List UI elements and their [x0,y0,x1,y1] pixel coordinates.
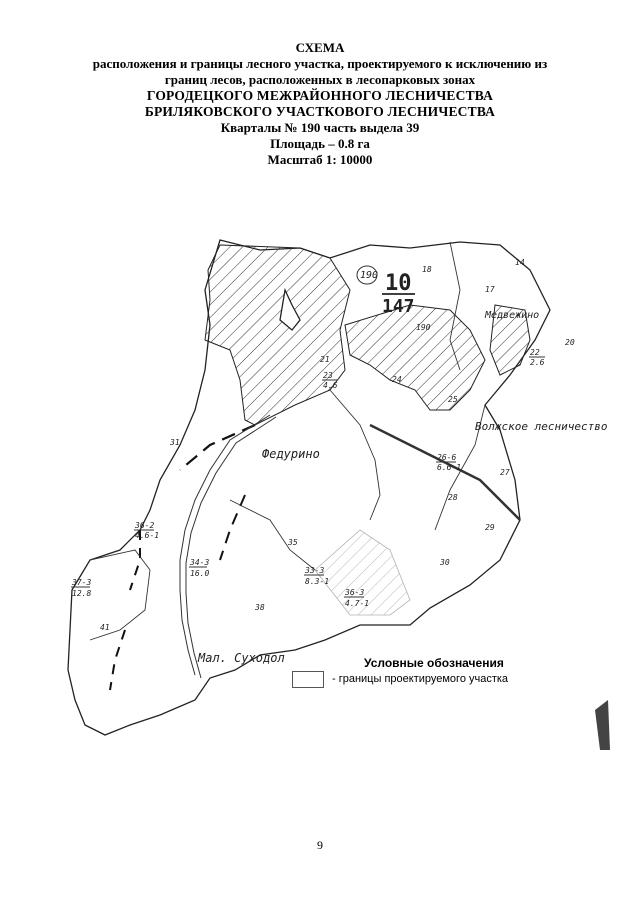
fraction-top: 34-3 [189,558,209,567]
plot-label: 27 [500,468,510,477]
road [179,414,271,676]
legend-swatch [292,671,324,688]
plot-label: 35 [287,538,298,547]
document-header: СХЕМА расположения и границы лесного уча… [0,40,640,168]
forest-scheme-map: 10 147 190 Федурино Медвежино Волжское л… [67,239,610,750]
legend-title: Условные обозначения [364,656,504,670]
doc-scale: Масштаб 1: 10000 [267,152,373,167]
fraction-top: 37-3 [71,578,91,587]
legend-item-text: - границы проектируемого участка [332,673,509,685]
doc-title: СХЕМА [295,40,345,55]
plot-label: 21 [320,355,330,364]
plot-label: 41 [100,623,110,632]
forest-boundary [67,239,551,736]
fraction-top: 36-2 [134,521,154,530]
plot-label: 24 [392,375,402,384]
plot-label: 14 [515,258,525,267]
fraction-bottom: 4.7-1 [345,599,369,608]
plot-label: 190 [416,323,431,332]
fraction-top: 36-3 [344,588,364,597]
quarter-area-label: 147 [382,296,415,317]
doc-line4: БРИЛЯКОВСКОГО УЧАСТКОВОГО ЛЕСНИЧЕСТВА [144,104,496,119]
hatched-area-south [314,529,411,616]
railway [369,423,521,521]
fraction-top: 33-3 [304,566,324,575]
fraction-bottom: 12.8 [72,589,91,598]
plot-label: 38 [254,603,265,612]
doc-area: Площадь – 0.8 га [270,136,370,151]
label-mal-sukhodol: Мал. Суходол [197,651,285,665]
plot-label: 31 [169,438,180,447]
doc-line3: ГОРОДЕЦКОГО МЕЖРАЙОННОГО ЛЕСНИЧЕСТВА [146,88,494,103]
label-volzhskoe: Волжское лесничество [475,420,607,433]
fraction-bottom: 16.0 [190,569,209,578]
doc-line2: границ лесов, расположенных в лесопарков… [164,72,476,87]
label-fedurino: Федурино [262,447,320,461]
hatched-area-east [489,304,531,376]
fraction-bottom: 8.3-1 [305,577,329,586]
doc-quarter: Кварталы № 190 часть выдела 39 [220,120,420,135]
plot-label: 28 [448,493,458,502]
plot-label: 18 [422,265,432,274]
quarter-number-label: 10 [385,271,412,296]
fraction-top: 26-6 [437,453,456,462]
quarter-190-label: 190 [360,270,378,281]
page-number: 9 [317,838,323,852]
fraction-top: 23 [323,371,333,380]
fraction-bottom: 6.6-1 [437,463,461,472]
hatched-area-north [204,244,351,426]
plot-label: 25 [448,395,458,404]
doc-line1: расположения и границы лесного участка, … [92,56,548,71]
fraction-bottom: 4.6 [323,381,338,390]
fraction-top: 22 [530,348,540,357]
plot-label: 20 [565,338,575,347]
plot-label: 30 [439,558,450,567]
label-medvedkino: Медвежино [484,310,539,321]
hatched-area-center [344,304,486,411]
plot-label: 17 [485,285,495,294]
fraction-bottom: 4.6-1 [135,531,159,540]
plot-label: 29 [485,523,495,532]
fraction-bottom: 2.6 [530,358,545,367]
scan-artifact [595,700,610,750]
